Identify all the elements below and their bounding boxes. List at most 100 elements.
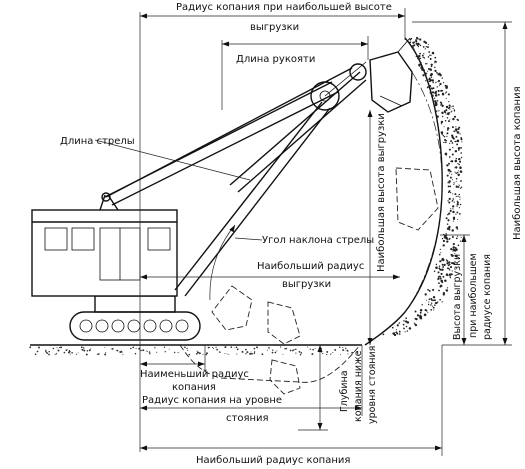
soil-dot (441, 104, 444, 108)
soil-dot (443, 82, 445, 84)
soil-dot (455, 166, 458, 169)
soil-dot (435, 110, 438, 112)
ground-dot (48, 353, 50, 356)
soil-dot (422, 74, 425, 77)
soil-dot (441, 115, 444, 118)
soil-dot (461, 141, 463, 143)
soil-dot (444, 138, 447, 142)
soil-dot (445, 91, 448, 93)
soil-dot (422, 46, 425, 48)
soil-dot (439, 74, 442, 77)
soil-dot (430, 309, 433, 311)
soil-dot (453, 115, 457, 118)
ground-dot (63, 351, 66, 354)
soil-dot (430, 54, 432, 57)
soil-dot (452, 105, 454, 107)
ground-dot (86, 350, 89, 352)
soil-dot (448, 101, 450, 103)
ground-dot (271, 351, 274, 354)
ground-dot (156, 351, 158, 353)
soil-face (364, 36, 463, 346)
ground-dot (295, 352, 297, 354)
ground-dot (351, 351, 354, 354)
soil-dot (457, 128, 460, 131)
ground-dot (312, 348, 315, 351)
soil-dot (456, 203, 459, 206)
soil-dot (439, 284, 443, 288)
soil-dot (455, 180, 457, 182)
ground-dot (213, 348, 214, 349)
soil-dot (419, 316, 423, 320)
ground-dot (81, 349, 84, 351)
soil-dot (436, 99, 439, 102)
label-dig-depth-1: Глубина (339, 370, 350, 412)
soil-dot (404, 320, 408, 323)
soil-dot (436, 86, 438, 88)
handle-and-bucket (229, 37, 413, 193)
soil-dot (444, 120, 447, 122)
soil-dot (440, 120, 444, 124)
soil-dot (398, 322, 401, 324)
track-roller (175, 319, 189, 333)
ground-dot (68, 350, 71, 353)
soil-dot (439, 298, 441, 301)
soil-dot (449, 176, 452, 179)
soil-dot (441, 268, 444, 271)
soil-dot (434, 100, 437, 103)
soil-dot (458, 126, 461, 129)
soil-dot (420, 66, 423, 69)
ground-dot (234, 347, 236, 349)
soil-dot (428, 80, 431, 83)
soil-dot (391, 326, 394, 329)
arrowhead (355, 405, 362, 411)
soil-dot (451, 236, 454, 238)
label-radius-max-dump-height-1: Радиус копания при наибольшей высоте (176, 2, 392, 13)
soil-dot (445, 113, 447, 115)
ground-dot (46, 352, 49, 355)
soil-dot (446, 164, 449, 167)
soil-dot (417, 45, 420, 48)
ground-dot (121, 351, 123, 353)
soil-dot (438, 282, 440, 285)
soil-dot (459, 240, 462, 242)
label-max-dump-radius-2: выгрузки (282, 279, 331, 290)
track-rollers (79, 319, 189, 333)
soil-dot (456, 171, 459, 174)
soil-dot (439, 277, 442, 280)
soil-dot (433, 97, 436, 99)
ground-dot (105, 352, 107, 354)
soil-dot (446, 132, 449, 135)
soil-dot (437, 277, 440, 281)
soil-dot (452, 199, 454, 202)
label-dig-depth-3: уровня стояния (367, 346, 378, 424)
ground-dot (145, 350, 147, 352)
ground-dot (347, 353, 349, 355)
soil-dot (427, 303, 430, 306)
soil-dot (447, 107, 450, 110)
label-min-dig-radius-2: копания (172, 382, 216, 393)
soil-dot (409, 41, 412, 44)
soil-dot (442, 258, 445, 262)
track-roller (143, 319, 157, 333)
soil-dot (449, 276, 451, 279)
soil-dot (439, 268, 442, 271)
soil-dot (455, 185, 458, 188)
ground-dot (57, 349, 60, 352)
soil-dot (432, 306, 435, 309)
ground-dot (82, 347, 85, 349)
soil-dot (450, 160, 452, 163)
ground-dot (356, 352, 358, 354)
soil-dot (436, 72, 438, 74)
soil-dot (437, 73, 440, 76)
soil-dot (449, 108, 451, 110)
soil-dot (447, 182, 449, 184)
arrowhead (502, 338, 508, 345)
soil-dot (459, 160, 462, 163)
soil-dot (422, 56, 424, 58)
label-dig-radius-ground-1: Радиус копания на уровне (142, 395, 282, 406)
soil-dot (448, 104, 451, 107)
soil-dot (429, 58, 432, 60)
ground-dot (246, 351, 249, 354)
soil-dot (438, 267, 441, 270)
soil-dot (458, 207, 460, 209)
